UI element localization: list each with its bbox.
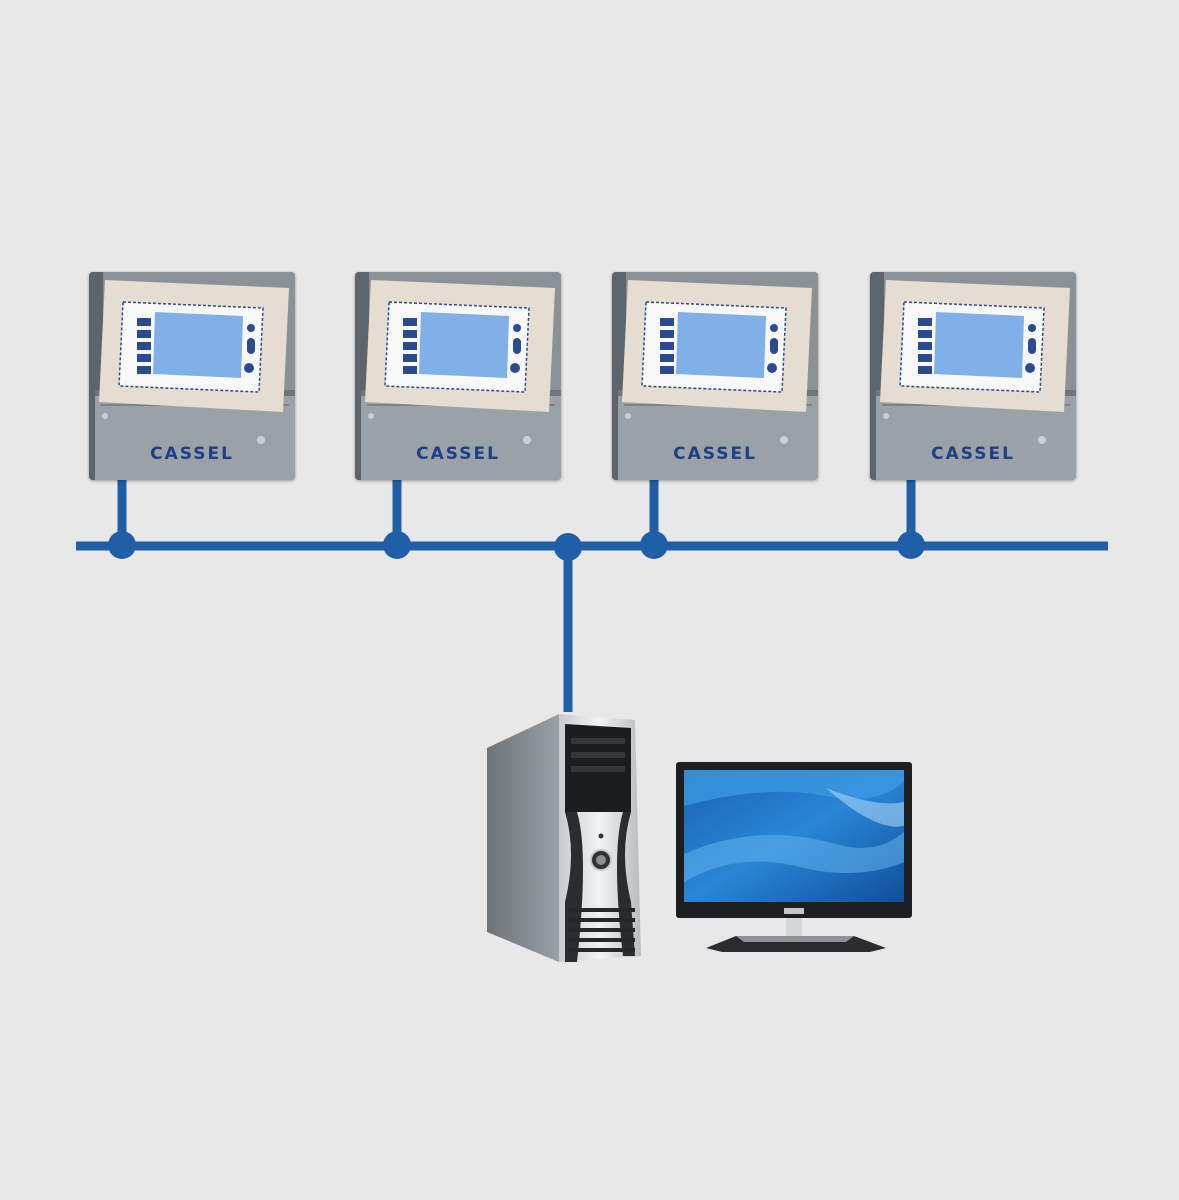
device-panel-icon: [612, 272, 818, 480]
desktop-tower-icon: [487, 714, 641, 962]
device-brand-label: CASSEL: [931, 444, 1015, 464]
cassel-device-1: CASSEL: [89, 272, 295, 480]
bus-node-4: [897, 531, 925, 559]
cassel-device-4: CASSEL: [870, 272, 1076, 480]
cassel-device-2: CASSEL: [355, 272, 561, 480]
bus-node-2: [383, 531, 411, 559]
device-brand-label: CASSEL: [416, 444, 500, 464]
bus-node-1: [108, 531, 136, 559]
device-brand-label: CASSEL: [150, 444, 234, 464]
device-brand-label: CASSEL: [673, 444, 757, 464]
bus-node-pc: [554, 533, 582, 561]
device-panel-icon: [89, 272, 295, 480]
bus-node-3: [640, 531, 668, 559]
device-panel-icon: [870, 272, 1076, 480]
cassel-device-3: CASSEL: [612, 272, 818, 480]
device-panel-icon: [355, 272, 561, 480]
lcd-monitor-icon: [676, 762, 912, 952]
